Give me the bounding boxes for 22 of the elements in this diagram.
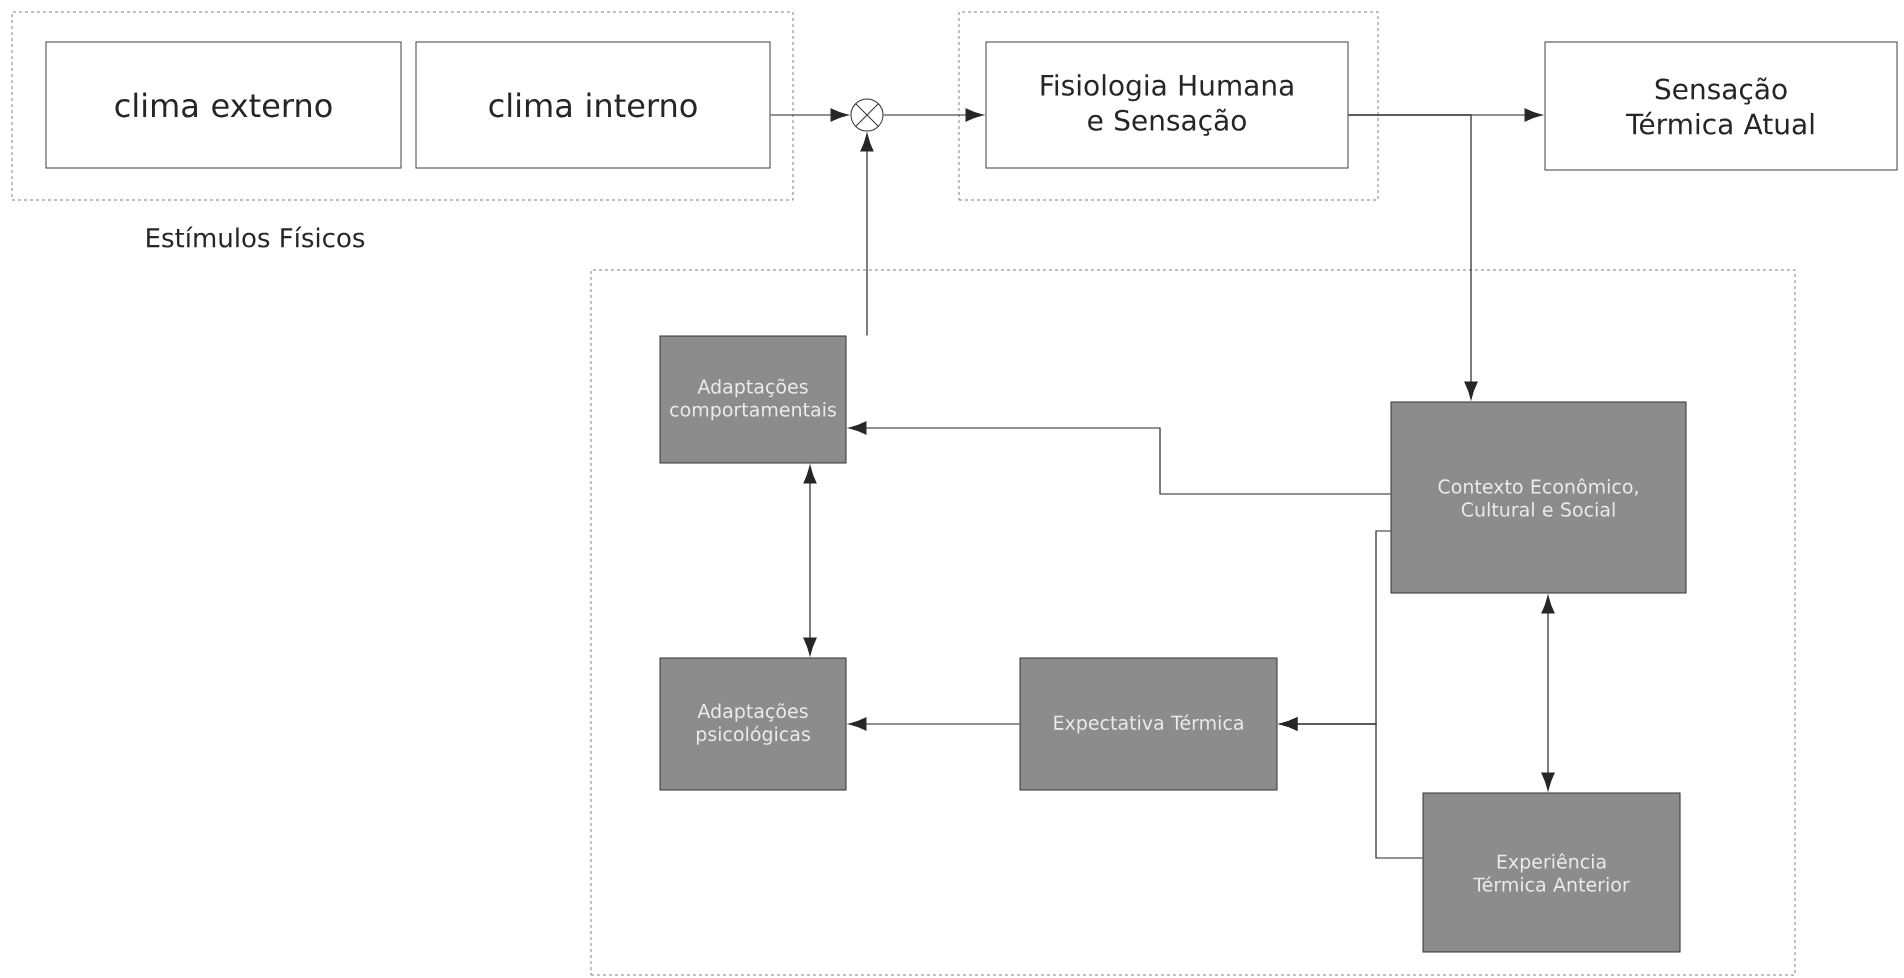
arrow	[848, 421, 1392, 495]
process-box: clima externo	[45, 41, 402, 169]
arrow	[1347, 114, 1478, 400]
dashed-group-box	[590, 269, 1796, 976]
process-box: Contexto Econômico, Cultural e Social	[1390, 401, 1687, 594]
arrow	[769, 108, 849, 122]
dashed-group-box	[958, 11, 1379, 201]
arrow	[1279, 717, 1424, 859]
process-box: Adaptações psicológicas	[659, 657, 847, 791]
arrow	[848, 717, 1021, 731]
process-box: Fisiologia Humana e Sensação	[985, 41, 1349, 169]
group-heading: Estímulos Físicos	[147, 226, 365, 248]
arrow	[1541, 595, 1555, 791]
summing-junction	[850, 98, 884, 132]
process-box: Experiência Térmica Anterior	[1422, 792, 1681, 953]
arrow	[882, 108, 984, 122]
process-box: Sensação Térmica Atual	[1544, 41, 1898, 171]
process-box: clima interno	[415, 41, 771, 169]
process-box: Expectativa Térmica	[1019, 657, 1278, 791]
process-box: Adaptações comportamentais	[659, 335, 847, 464]
arrow	[860, 133, 874, 337]
arrow	[803, 465, 817, 656]
